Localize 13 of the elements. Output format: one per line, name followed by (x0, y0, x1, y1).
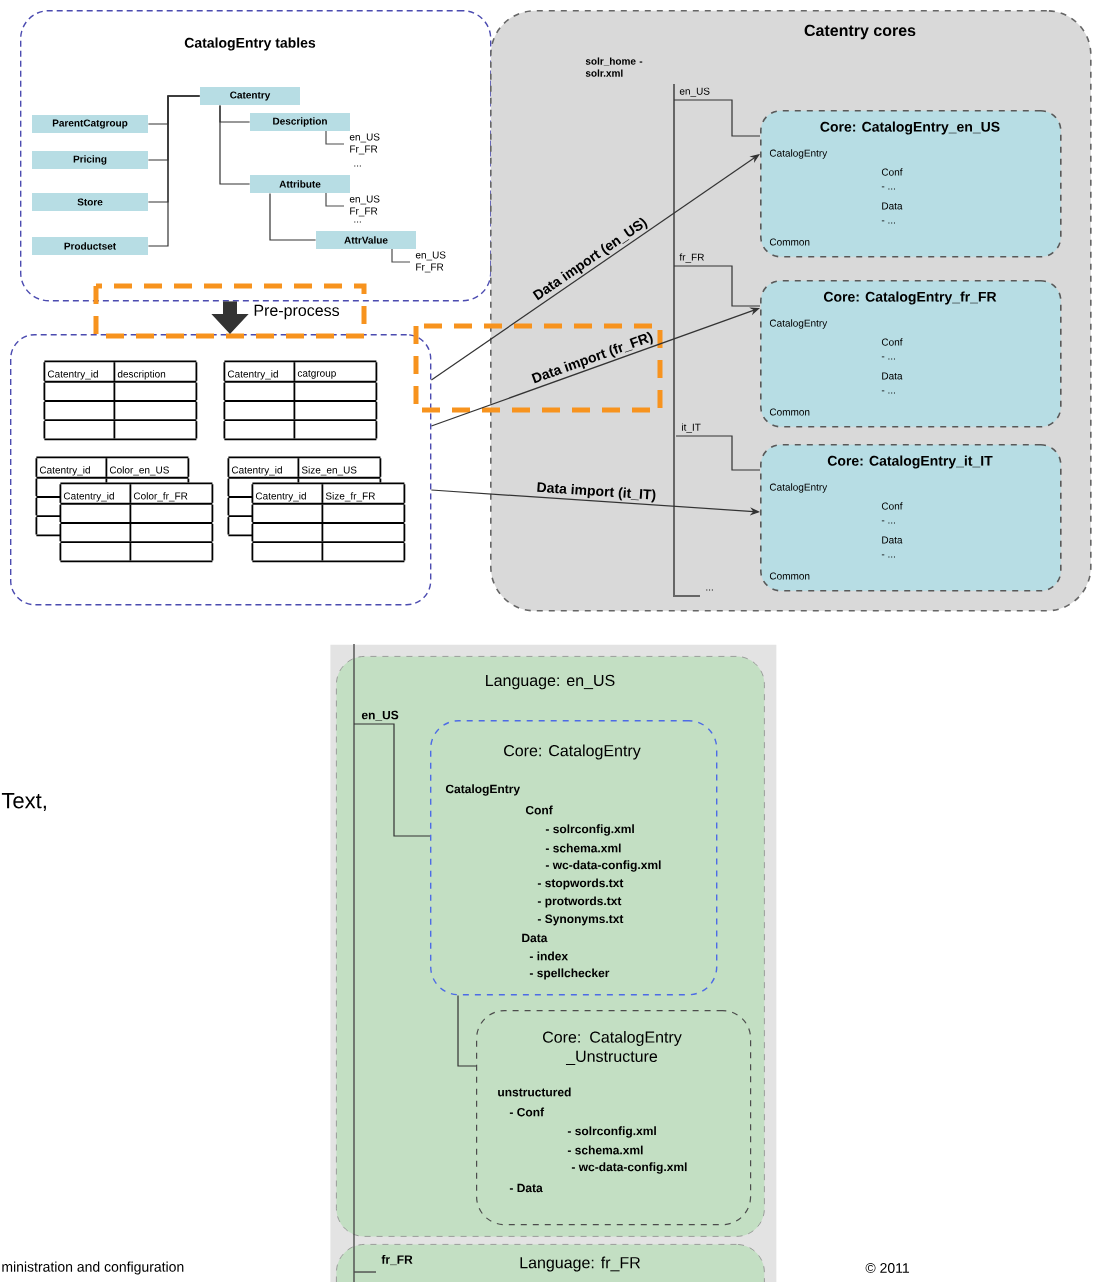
arrow (430, 154, 760, 381)
group-panel (10, 334, 432, 606)
arrow (430, 307, 760, 427)
connector-line (147, 95, 201, 247)
edge-label: Pre-process (254, 304, 340, 320)
text-label: Text, (1, 793, 46, 811)
connector-line (673, 265, 761, 307)
connector-line (675, 435, 761, 471)
connector-line (219, 104, 251, 185)
connector-line (269, 192, 317, 241)
connector-line (673, 99, 761, 137)
connector-line (457, 994, 477, 1067)
connector-line (353, 723, 431, 837)
